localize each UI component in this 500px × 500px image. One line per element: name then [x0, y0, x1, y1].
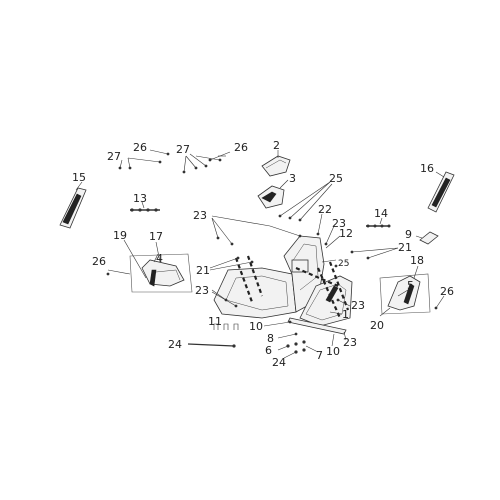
- part-3-bracket: [257, 179, 289, 209]
- part-2-cover: [261, 150, 291, 177]
- callout-8: 8: [267, 332, 274, 345]
- callout-labels: 26 27 27 26 2 3 25 15 16 13 23 22 14 23 …: [72, 139, 454, 369]
- callout-7: 7: [316, 349, 323, 362]
- callout-23: 23: [193, 209, 207, 222]
- callout-1: 1: [342, 308, 349, 321]
- callout-16: 16: [420, 162, 434, 175]
- part-9-plate: [415, 231, 439, 245]
- left-subassembly-box: [106, 239, 193, 293]
- callout-10: 10: [326, 345, 340, 358]
- callout-26: 26: [92, 255, 106, 268]
- callout-9: 9: [405, 228, 412, 241]
- callout-26: 26: [234, 141, 248, 154]
- callout-25: 25: [329, 172, 343, 185]
- callout-24: 24: [168, 338, 182, 351]
- right-subassembly-box: [379, 265, 431, 317]
- part-15-left-side-trim: [59, 181, 87, 229]
- callout-21: 21: [398, 241, 412, 254]
- callout-3: 3: [289, 172, 296, 185]
- callout-10: 10: [249, 320, 263, 333]
- callout-26: 26: [133, 141, 147, 154]
- callout-17: 17: [149, 230, 163, 243]
- callout-2: 2: [273, 139, 280, 152]
- part-13-fastener-strip: [130, 201, 160, 212]
- part-14-fastener-strip: [366, 217, 391, 228]
- callout-27: 27: [176, 143, 190, 156]
- callout-22: 22: [318, 203, 332, 216]
- callout-5: 5: [407, 279, 414, 292]
- main-floor-panel-assembly: [213, 235, 353, 335]
- callout-21: 21: [196, 264, 210, 277]
- callout-23: 23: [343, 336, 357, 349]
- callout-15: 15: [72, 171, 86, 184]
- callout-23: 23: [351, 299, 365, 312]
- callout-4: 4: [156, 252, 163, 265]
- callout-24: 24: [272, 356, 286, 369]
- callout-11: 11: [208, 315, 222, 328]
- callout-13: 13: [133, 192, 147, 205]
- callout-20: 20: [370, 319, 384, 332]
- part-16-right-side-trim: [427, 171, 455, 213]
- callout-26: 26: [440, 285, 454, 298]
- leader-lines: [118, 149, 445, 359]
- callout-18: 18: [410, 254, 424, 267]
- callout-23: 23: [195, 284, 209, 297]
- callout-14: 14: [374, 207, 388, 220]
- callout-25: 25: [338, 259, 349, 269]
- callout-19: 19: [113, 229, 127, 242]
- callout-23: 23: [332, 217, 346, 230]
- callout-6: 6: [265, 344, 272, 357]
- callout-27: 27: [107, 150, 121, 163]
- callout-12: 12: [339, 227, 353, 240]
